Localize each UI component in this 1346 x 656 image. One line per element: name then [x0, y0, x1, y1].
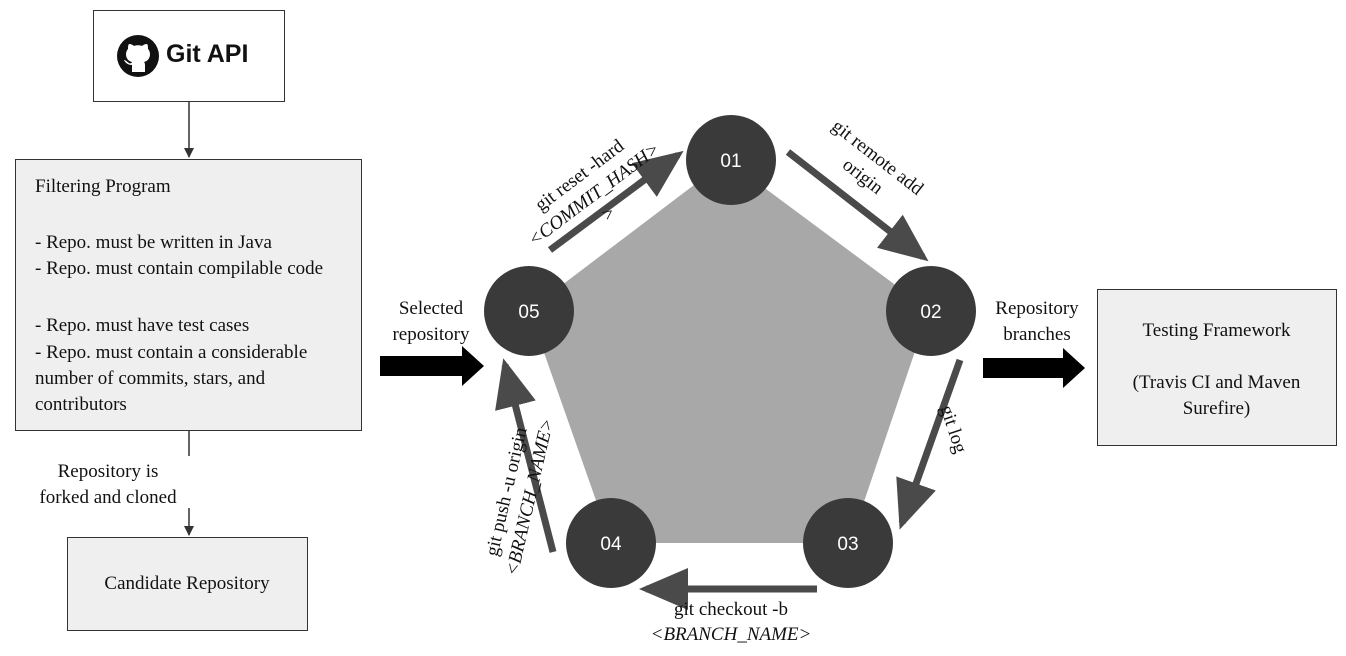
- step-number-03: 03: [837, 534, 858, 555]
- candidate-repository-label: Candidate Repository: [104, 573, 270, 594]
- criterion-java: - Repo. must be written in Java: [35, 232, 272, 253]
- step-number-05: 05: [518, 302, 539, 323]
- cmd-git-log: git log: [936, 403, 971, 457]
- step-number-01: 01: [720, 151, 741, 172]
- step-node-02: 02: [886, 266, 976, 356]
- label-04-to-05: git push -u origin <BRANCH_NAME>: [482, 416, 559, 577]
- fork-label: Repository is forked and cloned: [39, 461, 177, 508]
- step-node-01: 01: [686, 115, 776, 205]
- criterion-tests: - Repo. must have test cases: [35, 315, 250, 336]
- label-01-to-02: git remote add origin: [828, 116, 928, 200]
- step-node-05: 05: [484, 266, 574, 356]
- step-number-04: 04: [600, 534, 622, 555]
- criterion-activity: - Repo. must contain a considerable numb…: [35, 342, 308, 415]
- testing-framework-box: Testing Framework (Travis CI and Maven S…: [1097, 289, 1337, 446]
- arrow-04-to-05: [495, 358, 557, 553]
- repository-branches-label: Repository branches: [995, 298, 1079, 345]
- selected-repository-arrow: [380, 346, 484, 386]
- selected-repository-label: Selected repository: [392, 298, 470, 345]
- filtering-program-title: Filtering Program: [35, 176, 171, 197]
- git-api-label: Git API: [166, 40, 249, 68]
- git-api-box: Git API: [93, 10, 285, 102]
- arrow-05-to-01: [547, 150, 684, 253]
- testing-framework-detail: (Travis CI and Maven Surefire): [1132, 372, 1301, 419]
- arrow-01-to-02: [785, 149, 929, 262]
- step-number-02: 02: [920, 302, 941, 323]
- label-02-to-03: git log: [936, 403, 971, 457]
- step-node-03: 03: [803, 498, 893, 588]
- cmd-checkout-branch: <BRANCH_NAME>: [651, 624, 812, 645]
- github-icon: [117, 35, 159, 77]
- filtering-program-box: Filtering Program - Repo. must be writte…: [15, 159, 362, 431]
- arrow-02-to-03: [896, 358, 964, 530]
- label-03-to-04: git checkout -b <BRANCH_NAME>: [651, 599, 812, 645]
- repository-branches-arrow: [983, 348, 1085, 388]
- criterion-compilable: - Repo. must contain compilable code: [35, 258, 324, 279]
- candidate-repository-box: Candidate Repository: [67, 537, 308, 631]
- step-node-04: 04: [566, 498, 656, 588]
- testing-framework-title: Testing Framework: [1142, 320, 1291, 341]
- workflow-pentagon: [529, 160, 929, 543]
- cmd-reset-hash-close: >: [597, 202, 620, 226]
- cmd-checkout: git checkout -b: [674, 599, 788, 620]
